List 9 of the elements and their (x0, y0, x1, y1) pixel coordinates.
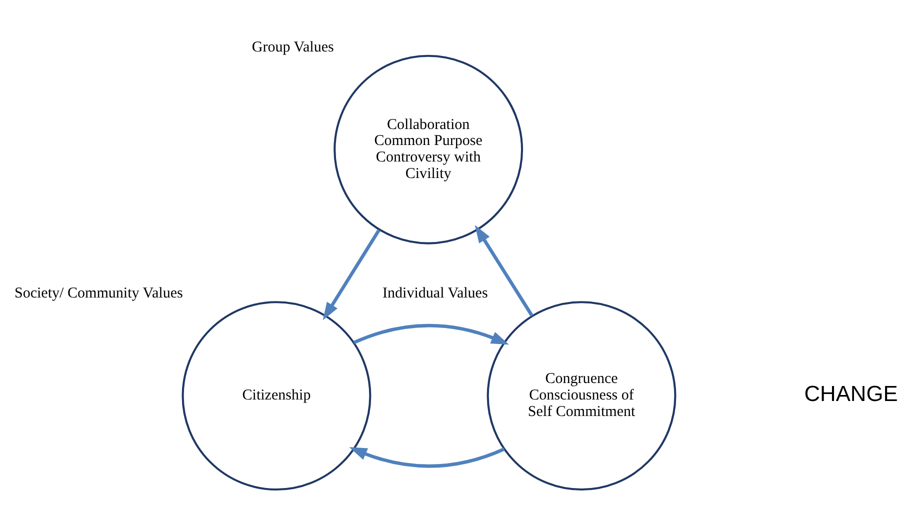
node-label: Society/ Community Values (14, 286, 182, 302)
node-circle: Congruence Consciousness of Self Commitment (486, 301, 676, 491)
arrow (322, 229, 380, 320)
arrow (474, 224, 533, 317)
node-label: Individual Values (382, 286, 488, 302)
node-label: Group Values (251, 40, 334, 56)
label: CHANGE (804, 381, 898, 406)
arrow (352, 324, 508, 345)
arrow (348, 447, 504, 468)
